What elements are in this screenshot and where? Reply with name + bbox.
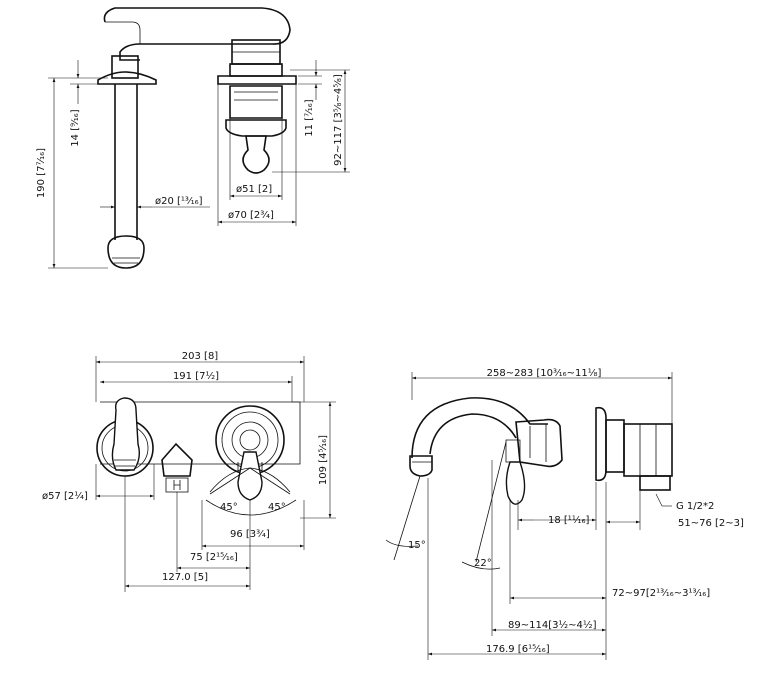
- dim-side-connection: G 1/2*2: [676, 501, 714, 512]
- dim-side-angle-handle: 22°: [474, 558, 492, 569]
- dim-side-handle-range: 89~114[3¹⁄₂~4¹⁄₂]: [508, 620, 597, 631]
- dim-side-inlet-range: 51~76 [2~3]: [678, 518, 744, 529]
- dim-top-flange-thickness: 14 [⁹⁄₁₆]: [70, 109, 81, 147]
- dim-top-overall-height: 190 [7⁷⁄₁₆]: [36, 148, 47, 198]
- dim-top-pipe-diameter: ø20 [¹³⁄₁₆]: [155, 196, 203, 207]
- top-view-dimensions: 190 [7⁷⁄₁₆] 14 [⁹⁄₁₆] ø20 [¹³⁄₁₆] 11 [⁷⁄…: [36, 60, 350, 269]
- dim-side-spout-projection: 176.9 [6¹⁵⁄₁₆]: [486, 644, 550, 655]
- dim-front-total-width: 203 [8]: [182, 351, 219, 362]
- dim-top-body-diameter: ø51 [2]: [236, 184, 272, 195]
- dim-side-handle-offset: 18 [¹¹⁄₁₆]: [548, 515, 590, 526]
- dim-front-angle-right: 45°: [268, 502, 286, 513]
- side-view: [385, 397, 673, 570]
- top-view: [97, 7, 297, 269]
- dim-front-valve-offset: 75 [2¹⁵⁄₁₆]: [190, 552, 238, 563]
- dim-side-valve-range: 72~97[2¹³⁄₁₆~3¹³⁄₁₆]: [612, 588, 710, 599]
- dim-front-angle-left: 45°: [220, 502, 238, 513]
- dim-front-plate-width: 191 [7¹⁄₂]: [173, 371, 219, 382]
- front-view-dimensions: 203 [8] 191 [7¹⁄₂] 109 [4⁵⁄₁₆] ø57 [2¹⁄₄…: [42, 351, 336, 592]
- dim-top-flange-diameter: ø70 [2³⁄₄]: [228, 210, 274, 221]
- dim-front-height: 109 [4⁵⁄₁₆]: [318, 435, 329, 485]
- dim-front-center-distance: 127.0 [5]: [162, 572, 208, 583]
- dim-front-spout-diameter: ø57 [2¹⁄₄]: [42, 491, 88, 502]
- side-view-dimensions: 258~283 [10³⁄₁₆~11¹⁄₈] G 1/2*2 51~76 [2~…: [408, 368, 744, 660]
- dim-front-handle-plate: 96 [3³⁄₄]: [230, 529, 270, 540]
- front-view: [96, 397, 301, 516]
- dim-side-angle-spout: 15°: [408, 540, 426, 551]
- dim-top-cap-height: 11 [⁷⁄₁₆]: [304, 99, 315, 137]
- dim-side-overall-length: 258~283 [10³⁄₁₆~11¹⁄₈]: [487, 368, 602, 379]
- dim-top-body-range: 92~117 [3⁵⁄₈~4⁵⁄₈]: [333, 74, 344, 166]
